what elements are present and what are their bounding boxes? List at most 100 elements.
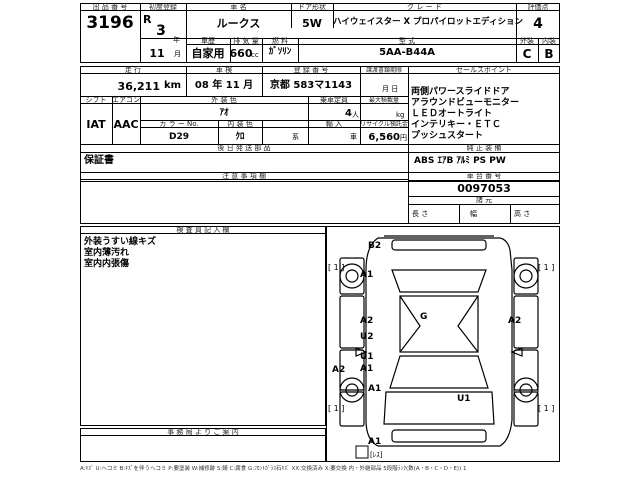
inspection-label: 車 検 xyxy=(215,66,233,74)
recycle-unit: 円 xyxy=(400,134,407,142)
shift-label: シフト xyxy=(85,96,107,104)
lot-no-label: 出 品 番 号 xyxy=(92,3,128,11)
interior-score: B xyxy=(544,47,554,61)
reg-year: 3 xyxy=(156,23,166,39)
model-code: 5AA-B44A xyxy=(379,47,435,58)
mark-b2-rear: B2 xyxy=(368,241,382,251)
inspection-date: 08 年 11 月 xyxy=(194,80,254,91)
chassis-number: 0097053 xyxy=(457,182,511,195)
lot-no: 3196 xyxy=(86,13,134,33)
details-block xyxy=(80,66,560,182)
tire-tag-front-left: [ 1 ] xyxy=(328,404,345,413)
transfer-label: 譲渡書類期限 xyxy=(365,67,402,74)
capacity-unit: 人 xyxy=(352,111,359,119)
office-block xyxy=(80,428,326,462)
ac-label: エアコン xyxy=(112,96,140,104)
diagram-block xyxy=(326,226,560,462)
color: ｱｵ xyxy=(219,108,229,118)
docs: 保証書 xyxy=(84,155,114,166)
tire-tag-rear-left: [ 1 ] xyxy=(328,263,345,272)
exterior-label: 外装 xyxy=(520,37,534,45)
mileage: 36,211 xyxy=(117,80,160,93)
sales-point-1: 両側パワースライドドア xyxy=(411,87,510,97)
sales-points-label: セールスポイント xyxy=(456,66,512,74)
int-color-label: 内 装 色 xyxy=(227,120,253,128)
hood-outline xyxy=(383,391,495,425)
mark-a1-rear-fender: A1 xyxy=(360,270,374,280)
caution-label: 注 意 事 項 欄 xyxy=(222,172,266,180)
sales-point-4: インテリキー・ＥＴＣ xyxy=(411,120,502,130)
color-label: 外 装 色 xyxy=(211,96,237,104)
reg-month: 11 xyxy=(149,47,165,60)
sales-point-3: ＬＥＤオートライト xyxy=(411,109,493,119)
recycle-label: リサイクル預託金 xyxy=(360,121,408,128)
first-reg-label: 初度登録 xyxy=(149,3,177,11)
office-label: 事 務 局 よ り ご 案 内 xyxy=(167,428,239,436)
load-label: 最大積載量 xyxy=(368,97,399,104)
docs-label: 後 日 発 送 部 品 xyxy=(217,144,271,152)
import-label: 輸 入 xyxy=(325,120,343,128)
displacement-unit: cc xyxy=(251,51,259,59)
int-color: ｸﾛ xyxy=(235,132,245,142)
mark-a2-rear-door: A2 xyxy=(360,316,374,326)
length-label: 長 さ xyxy=(412,210,429,218)
rear-right-wheel xyxy=(513,263,539,289)
front-left-wheel xyxy=(339,377,365,403)
inspector-label: 検 査 員 記 入 欄 xyxy=(176,226,230,234)
car-name-label: 車 名 xyxy=(230,3,247,11)
fuel-label: 燃 料 xyxy=(271,37,289,45)
recycle-fee: 6,560 xyxy=(368,132,400,143)
int-color-unit: 系 xyxy=(292,133,299,141)
mark-u2-rear-door: U2 xyxy=(360,332,374,342)
door-type: 5W xyxy=(302,17,322,30)
year-unit: 年 xyxy=(173,36,180,44)
import-unit: 車 xyxy=(350,133,357,141)
usage: 自家用 xyxy=(191,47,225,60)
header-block xyxy=(80,3,560,63)
legend: A:ｷｽﾞ U:ヘコミ B:ｷｽﾞを伴うヘコミ P:要塗装 W:補修跡 S:錆 … xyxy=(80,466,467,472)
era: R xyxy=(143,13,152,26)
mark-a2-right-side: A2 xyxy=(508,316,522,326)
score: 4 xyxy=(533,16,543,32)
inspector-block xyxy=(80,226,326,426)
grade: ハイウェイスター X プロパイロットエディション xyxy=(333,17,523,27)
inspector-note-3: 室内内張傷 xyxy=(84,259,130,269)
rear-left-wheel xyxy=(339,263,365,289)
tire-tag-rear-right: [ 1 ] xyxy=(538,263,555,272)
mileage-unit: km xyxy=(164,80,182,91)
mark-a2-front-left: A2 xyxy=(332,365,346,375)
mark-g-roof: G xyxy=(420,312,428,322)
color-no: D29 xyxy=(169,132,189,142)
roof-outline xyxy=(399,295,479,353)
inspector-note-1: 外装うすい線キズ xyxy=(84,237,157,247)
sales-point-5: プッシュスタート xyxy=(411,131,484,141)
chassis-label: 車 台 番 号 xyxy=(466,172,502,180)
load-unit: kg xyxy=(396,111,405,119)
inspector-note-2: 室内薄汚れ xyxy=(84,248,130,258)
mark-u1-hood: U1 xyxy=(457,394,471,404)
color-no-label: カ ラ ー No. xyxy=(159,120,199,128)
height-label: 高 さ xyxy=(514,210,531,218)
body-outline xyxy=(365,237,513,447)
mark-a1-front-bumper: A1 xyxy=(368,437,382,447)
capacity: 4 xyxy=(345,108,352,119)
displacement: 660 xyxy=(229,47,253,60)
spare-tire-label: [ﾚｽ] xyxy=(370,451,383,459)
mark-a1-front-fender: A1 xyxy=(368,384,382,394)
car-name: ルークス xyxy=(216,17,261,30)
equipment: ABS ｴｱB ｱﾙﾐ PS PW xyxy=(414,156,506,166)
dimension-label: 諸 元 xyxy=(475,196,493,204)
usage-label: 車歴 xyxy=(201,37,215,45)
mark-a1-front-door: A1 xyxy=(360,364,374,374)
ac: AAC xyxy=(113,118,139,131)
plate-number: 京都 583マ1143 xyxy=(269,80,353,91)
shift: IAT xyxy=(86,118,106,131)
transfer-unit: 月 日 xyxy=(382,85,399,93)
tire-tag-front-right: [ 1 ] xyxy=(538,404,555,413)
width-label: 幅 xyxy=(470,210,477,218)
caution-block xyxy=(80,172,560,224)
door-label: ドア形状 xyxy=(298,3,326,11)
front-right-wheel xyxy=(513,377,539,403)
mark-u1-front-door: U1 xyxy=(360,352,374,362)
